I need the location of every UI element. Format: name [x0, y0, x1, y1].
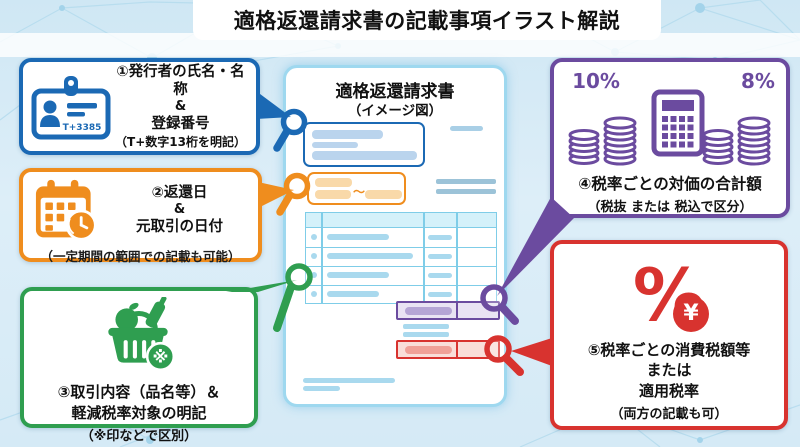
subtotal-note-line-2	[403, 332, 449, 337]
item-name-line	[327, 234, 389, 240]
page-title: 適格返還請求書の記載事項イラスト解説	[233, 9, 621, 33]
tax-amount-row	[396, 340, 500, 359]
shopping-basket-icon: ※	[108, 296, 176, 372]
row-bullet	[311, 291, 317, 297]
issuer-label-line1: ①発行者の氏名・名称	[116, 63, 245, 98]
issuer-note: （T+数字13桁を明記）	[115, 135, 246, 150]
amount-line	[428, 291, 452, 297]
subtotal-by-rate-row	[396, 301, 500, 320]
reduced-rate-label: 8%	[741, 69, 775, 93]
footer-note-line-2	[303, 386, 340, 391]
id-card-icon: T+3385	[31, 75, 111, 139]
date-range-end	[365, 190, 402, 199]
invoice-title: 適格返還請求書	[335, 82, 455, 102]
issuer-label-line2: 登録番号	[151, 116, 210, 133]
date-range-separator: ～	[353, 185, 366, 199]
callout-tax-amount: % ¥ ⑤税率ごとの消費税額等 または 適用税率 （両方の記載も可）	[550, 240, 788, 430]
address-line-1	[436, 179, 496, 184]
address-line-2	[436, 189, 496, 194]
amount-line	[428, 253, 452, 259]
tax-line1: ⑤税率ごとの消費税額等	[587, 341, 751, 359]
amount-line	[428, 234, 452, 240]
table-header-row	[306, 213, 496, 228]
line-item-table	[305, 212, 497, 304]
date-line-1	[315, 178, 352, 187]
tax-line3: 適用税率	[638, 381, 699, 400]
invoice-number-line	[450, 126, 483, 131]
return-date-line1: ②返還日	[151, 184, 208, 201]
standard-rate-label: 10%	[572, 69, 620, 93]
tax-note: （両方の記載も可）	[610, 406, 728, 422]
tax-line2: または	[646, 361, 692, 380]
yen-badge: ¥	[673, 296, 709, 332]
row-bullet	[311, 253, 317, 259]
item-name-line	[327, 291, 379, 297]
date-section: ～	[307, 172, 406, 205]
invoice-subtitle: （イメージ図）	[347, 103, 443, 119]
registration-number-sample: T+3385	[63, 123, 102, 133]
return-date-ampersand: &	[173, 201, 186, 217]
issuer-section	[303, 122, 425, 167]
footer-note-line-1	[303, 378, 395, 383]
totals-line1: ④税率ごとの対価の合計額	[578, 175, 762, 193]
coins-calculator-icon: 10% 8%	[568, 69, 775, 166]
callout-return-date: ②返還日 & 元取引の日付 （一定期間の範囲での記載も可能）	[19, 168, 262, 264]
callout-totals-by-rate: 10% 8%	[550, 58, 790, 218]
return-date-note: （一定期間の範囲での記載も可能）	[40, 249, 241, 264]
date-range-start	[315, 190, 351, 199]
transaction-note: （※印などで区別）	[80, 429, 198, 444]
reduced-rate-mark: ※	[153, 348, 169, 367]
calendar-clock-icon	[35, 177, 97, 241]
issuer-line-1	[312, 130, 383, 139]
title-bar: 適格返還請求書の記載事項イラスト解説	[193, 0, 661, 40]
totals-note: （税抜 または 税込で区分）	[587, 200, 753, 215]
transaction-line2: 軽減税率対象の明記	[71, 404, 207, 422]
issuer-line-2	[312, 142, 358, 148]
issuer-ampersand: &	[174, 98, 187, 114]
callout-issuer: T+3385 ①発行者の氏名・名称 & 登録番号 （T+数字13桁を明記）	[19, 58, 260, 155]
callout-transaction: ※ ③取引内容（品名等）＆ 軽減税率対象の明記 （※印などで区別）	[20, 287, 258, 444]
item-name-line	[327, 253, 413, 259]
percent-yen-icon: % ¥	[613, 256, 725, 338]
issuer-line-3	[312, 151, 417, 160]
item-name-line	[327, 272, 389, 278]
amount-line	[428, 272, 452, 278]
invoice-document: 適格返還請求書 （イメージ図） ～	[283, 65, 507, 407]
row-bullet	[311, 272, 317, 278]
subtotal-note-line-1	[403, 324, 449, 329]
transaction-line1: ③取引内容（品名等）＆	[57, 383, 221, 401]
return-date-line2: 元取引の日付	[136, 219, 223, 236]
row-bullet	[311, 234, 317, 240]
